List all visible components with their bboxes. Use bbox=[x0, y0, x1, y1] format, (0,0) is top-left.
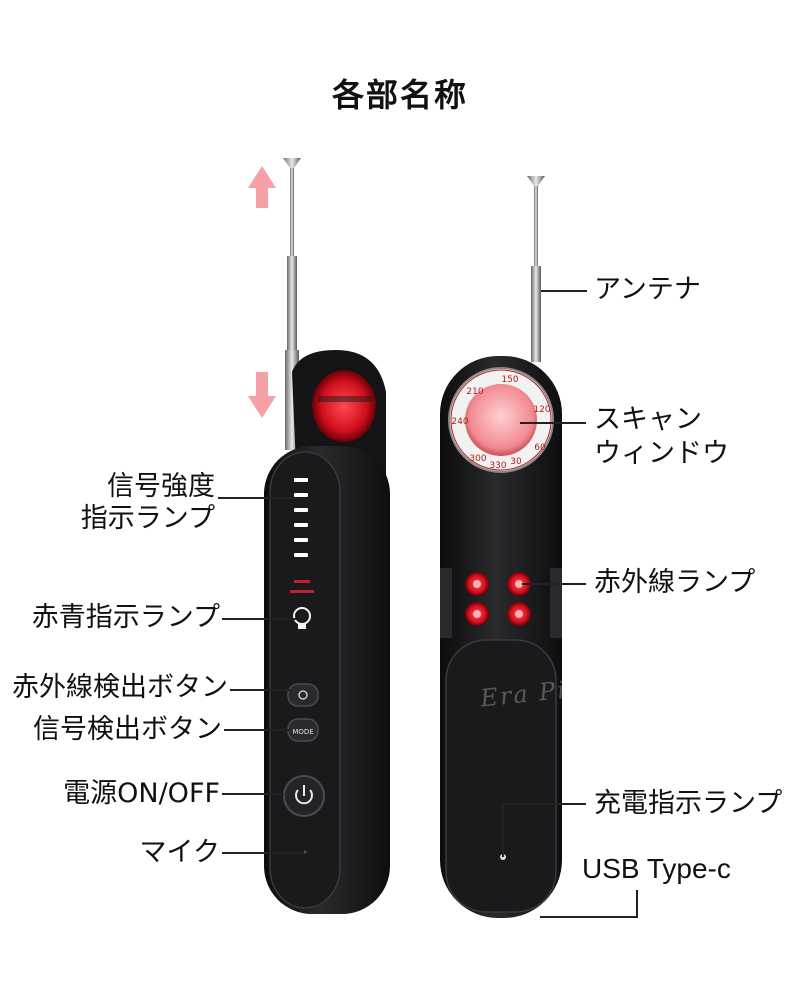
label-ir-lamp: 赤外線ランプ bbox=[594, 567, 756, 598]
leader-line bbox=[540, 916, 638, 918]
label-usb-type-c: USB Type-c bbox=[582, 853, 731, 884]
scan-window bbox=[448, 367, 554, 473]
svg-text:300: 300 bbox=[469, 454, 486, 464]
leader-line bbox=[520, 422, 586, 424]
label-antenna: アンテナ bbox=[594, 274, 701, 305]
svg-text:30: 30 bbox=[510, 457, 522, 467]
label-signal-strength-line2: 指示ランプ bbox=[80, 503, 215, 534]
leader-line bbox=[230, 689, 290, 691]
svg-text:330: 330 bbox=[489, 461, 506, 471]
label-scan-window-line1: スキャン bbox=[594, 404, 702, 435]
leader-line bbox=[222, 852, 304, 854]
leader-line bbox=[636, 890, 638, 918]
mode-button-text: MODE bbox=[292, 728, 313, 736]
leader-line bbox=[502, 803, 504, 857]
leader-line bbox=[541, 290, 587, 292]
label-red-blue-lamp: 赤青指示ランプ bbox=[31, 602, 220, 633]
leader-line bbox=[222, 793, 284, 795]
left-red-lens bbox=[312, 370, 376, 442]
svg-text:210: 210 bbox=[466, 387, 483, 397]
label-scan-window-line2: ウィンドウ bbox=[594, 438, 729, 469]
mic-hole bbox=[303, 850, 307, 854]
right-antenna bbox=[527, 176, 545, 362]
leader-line bbox=[502, 803, 586, 805]
label-signal-strength-line1: 信号強度 bbox=[107, 471, 215, 502]
svg-text:150: 150 bbox=[501, 375, 518, 385]
label-charge-lamp: 充電指示ランプ bbox=[594, 788, 783, 819]
power-icon bbox=[295, 785, 313, 805]
label-mic: マイク bbox=[139, 837, 220, 868]
leader-line bbox=[224, 729, 290, 731]
leader-line bbox=[222, 618, 296, 620]
charge-lamp bbox=[500, 854, 506, 860]
scale-ring-numbers: 150 210 240 300 330 30 60 120 bbox=[451, 375, 550, 471]
signal-strength-bars bbox=[294, 478, 308, 557]
retract-arrow-icon bbox=[248, 372, 276, 418]
label-ir-detect-button: 赤外線検出ボタン bbox=[12, 672, 228, 703]
label-power: 電源ON/OFF bbox=[63, 778, 220, 809]
label-signal-detect-button: 信号検出ボタン bbox=[33, 714, 222, 745]
page-title: 各部名称 bbox=[331, 76, 468, 114]
svg-text:240: 240 bbox=[451, 417, 468, 427]
ir-button-icon bbox=[298, 690, 308, 700]
ir-lamps bbox=[465, 572, 531, 626]
leader-line bbox=[522, 583, 586, 585]
leader-line bbox=[218, 497, 296, 499]
ir-detect-button[interactable] bbox=[287, 683, 319, 707]
bulb-icon bbox=[293, 607, 311, 629]
extend-arrow-icon bbox=[248, 166, 276, 208]
svg-text:120: 120 bbox=[533, 405, 550, 415]
red-indicator-text bbox=[294, 580, 310, 583]
svg-text:60: 60 bbox=[534, 443, 546, 453]
